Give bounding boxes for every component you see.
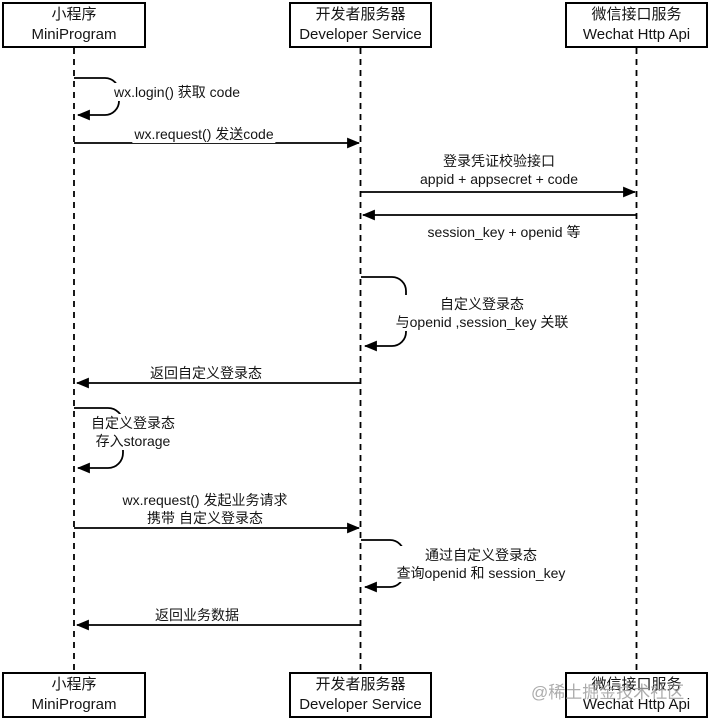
actor-name-en: Wechat Http Api [582,696,691,713]
message-line: 携带 自定义登录态 [147,510,263,526]
actor-name-cn: 开发者服务器 [315,676,406,693]
message-line: wx.login() 获取 code [114,84,241,100]
message-label-login-credential-check: 登录凭证校验接口 appid + appsecret + code [417,152,581,188]
message-label-create-custom-login-state: 自定义登录态 与openid ,session_key 关联 [393,295,571,331]
actor-name-en: Wechat Http Api [582,26,691,43]
message-line: 返回业务数据 [155,607,239,623]
actor-box-miniprogram-bottom: 小程序 MiniProgram [2,672,146,718]
actor-box-wechat-http-api-bottom: 微信接口服务 Wechat Http Api [565,672,708,718]
message-label-store-custom-login-state: 自定义登录态 存入storage [89,414,177,450]
actor-name-cn: 小程序 [51,676,97,693]
actor-name-cn: 开发者服务器 [315,6,406,23]
actor-box-miniprogram-top: 小程序 MiniProgram [2,2,146,48]
actor-box-wechat-http-api-top: 微信接口服务 Wechat Http Api [565,2,708,48]
actor-name-en: Developer Service [299,26,422,43]
message-line: wx.request() 发送code [134,126,274,142]
message-line: 返回自定义登录态 [150,365,262,381]
message-label-return-business-data: 返回业务数据 [153,606,241,624]
message-label-return-custom-login-state: 返回自定义登录态 [148,364,264,382]
message-label-query-by-login-state: 通过自定义登录态 查询openid 和 session_key [394,546,568,582]
message-line: wx.request() 发起业务请求 [122,492,288,508]
message-line: appid + appsecret + code [419,171,579,187]
message-label-wx-request-send-code: wx.request() 发送code [132,125,276,143]
actor-name-cn: 微信接口服务 [591,6,682,23]
message-line: 登录凭证校验接口 [442,153,555,169]
actor-box-developer-service-bottom: 开发者服务器 Developer Service [289,672,432,718]
message-label-session-key-openid: session_key + openid 等 [425,223,583,241]
message-line: session_key + openid 等 [427,224,581,240]
actor-box-developer-service-top: 开发者服务器 Developer Service [289,2,432,48]
message-label-business-request: wx.request() 发起业务请求 携带 自定义登录态 [120,491,290,527]
actor-name-cn: 微信接口服务 [591,676,682,693]
message-line: 通过自定义登录态 [425,547,537,563]
actor-name-cn: 小程序 [51,6,97,23]
message-line: 查询openid 和 session_key [396,565,566,581]
actor-name-en: MiniProgram [31,696,117,713]
message-line: 自定义登录态 [91,415,175,431]
message-label-wx-login: wx.login() 获取 code [112,83,243,101]
message-line: 存入storage [95,433,171,449]
actor-name-en: Developer Service [299,696,422,713]
message-line: 自定义登录态 [439,296,524,312]
actor-name-en: MiniProgram [31,26,117,43]
message-line: 与openid ,session_key 关联 [395,314,569,330]
